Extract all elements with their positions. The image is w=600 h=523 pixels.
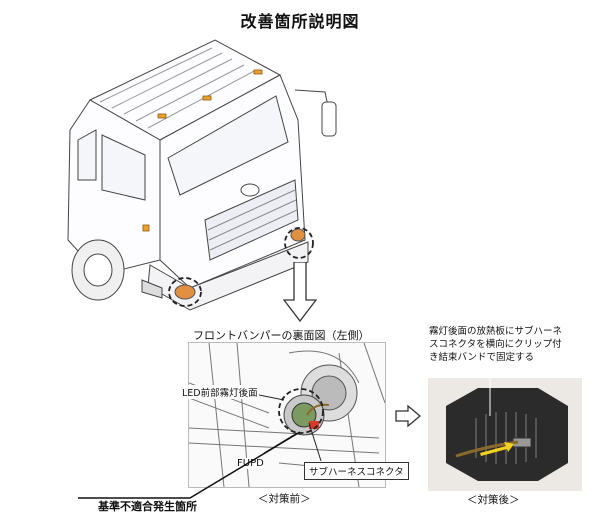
left-fog-lamp-highlight: [168, 277, 202, 307]
diagram-title: 改善箇所説明図: [240, 12, 360, 31]
fupd-label: FUPD: [237, 458, 264, 469]
nonconformity-location-label: 基準不適合発生箇所: [98, 500, 197, 513]
bumper-back-view: [188, 342, 386, 488]
harness-connector-before: [309, 421, 319, 429]
truck-cab-illustration: [67, 39, 337, 311]
right-fog-lamp-highlight: [284, 227, 314, 259]
sub-harness-connector-label: サブハーネスコネクタ: [304, 462, 409, 480]
caption-before: ＜対策前＞: [258, 493, 311, 505]
caption-after: ＜対策後＞: [467, 494, 520, 506]
right-arrow-icon: [395, 405, 421, 427]
countermeasure-note: 霧灯後面の放熱板にサブハーネスコネクタを横向にクリップ付き結束バンドで固定する: [426, 323, 572, 366]
fixed-direction-arrow: [480, 442, 514, 456]
bumper-view-title: フロントバンパーの裏面図（左側）: [193, 329, 370, 342]
led-fog-lamp-label: LED前部霧灯後面: [181, 385, 259, 399]
nonconformity-pointer: [78, 431, 301, 499]
down-arrow-icon: [283, 262, 317, 322]
fog-lamp-after-photo: [428, 378, 582, 491]
